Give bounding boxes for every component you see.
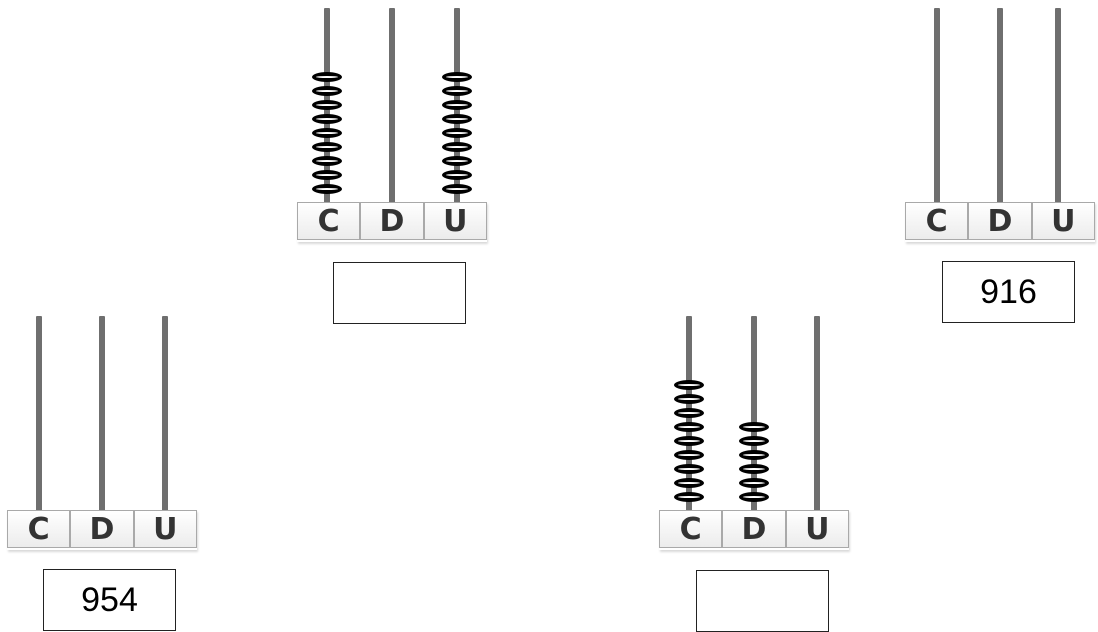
abacus-top-center: C D U [294,8,490,240]
bead [442,142,472,152]
bead [312,86,342,96]
answer-box-bottom-left[interactable]: 954 [43,569,176,631]
label-d: D [968,202,1032,240]
bead [674,492,704,502]
bead [739,464,769,474]
bead [674,478,704,488]
bead [674,436,704,446]
rod-u [1055,8,1061,204]
bead [739,478,769,488]
bead [312,170,342,180]
bead [312,72,342,82]
rod-d [751,316,757,512]
abacus-bottom-right: C D U [656,316,852,548]
bead [674,380,704,390]
bead [442,72,472,82]
bead [674,394,704,404]
label-u: U [423,202,487,240]
rod-u [162,316,168,512]
abacus-top-right: C D U [902,8,1098,240]
bead [674,450,704,460]
bead [312,156,342,166]
bead [312,128,342,138]
answer-box-top-center[interactable] [333,262,466,324]
bead [312,100,342,110]
rod-d [389,8,395,204]
label-u: U [133,510,197,548]
label-d: D [70,510,134,548]
bead [674,464,704,474]
label-c: C [7,510,71,548]
label-d: D [722,510,786,548]
bead [312,184,342,194]
rod-c [36,316,42,512]
place-value-labels: C D U [905,202,1095,242]
bead [442,114,472,124]
bead [442,128,472,138]
answer-box-bottom-right[interactable] [696,570,829,632]
answer-box-top-right[interactable]: 916 [942,261,1075,323]
label-c: C [905,202,969,240]
place-value-labels: C D U [297,202,487,242]
place-value-labels: C D U [659,510,849,550]
rod-u [814,316,820,512]
place-value-labels: C D U [7,510,197,550]
bead [739,436,769,446]
bead [739,450,769,460]
bead [312,114,342,124]
bead [442,184,472,194]
rod-c [934,8,940,204]
label-c: C [297,202,361,240]
bead [442,100,472,110]
label-d: D [360,202,424,240]
bead [739,422,769,432]
bead [442,170,472,180]
bead [739,492,769,502]
label-u: U [1031,202,1095,240]
rod-d [99,316,105,512]
bead [674,408,704,418]
bead [674,422,704,432]
rod-d [997,8,1003,204]
label-c: C [659,510,723,548]
abacus-bottom-left: C D U [4,316,200,548]
bead [442,156,472,166]
bead [442,86,472,96]
label-u: U [785,510,849,548]
bead [312,142,342,152]
